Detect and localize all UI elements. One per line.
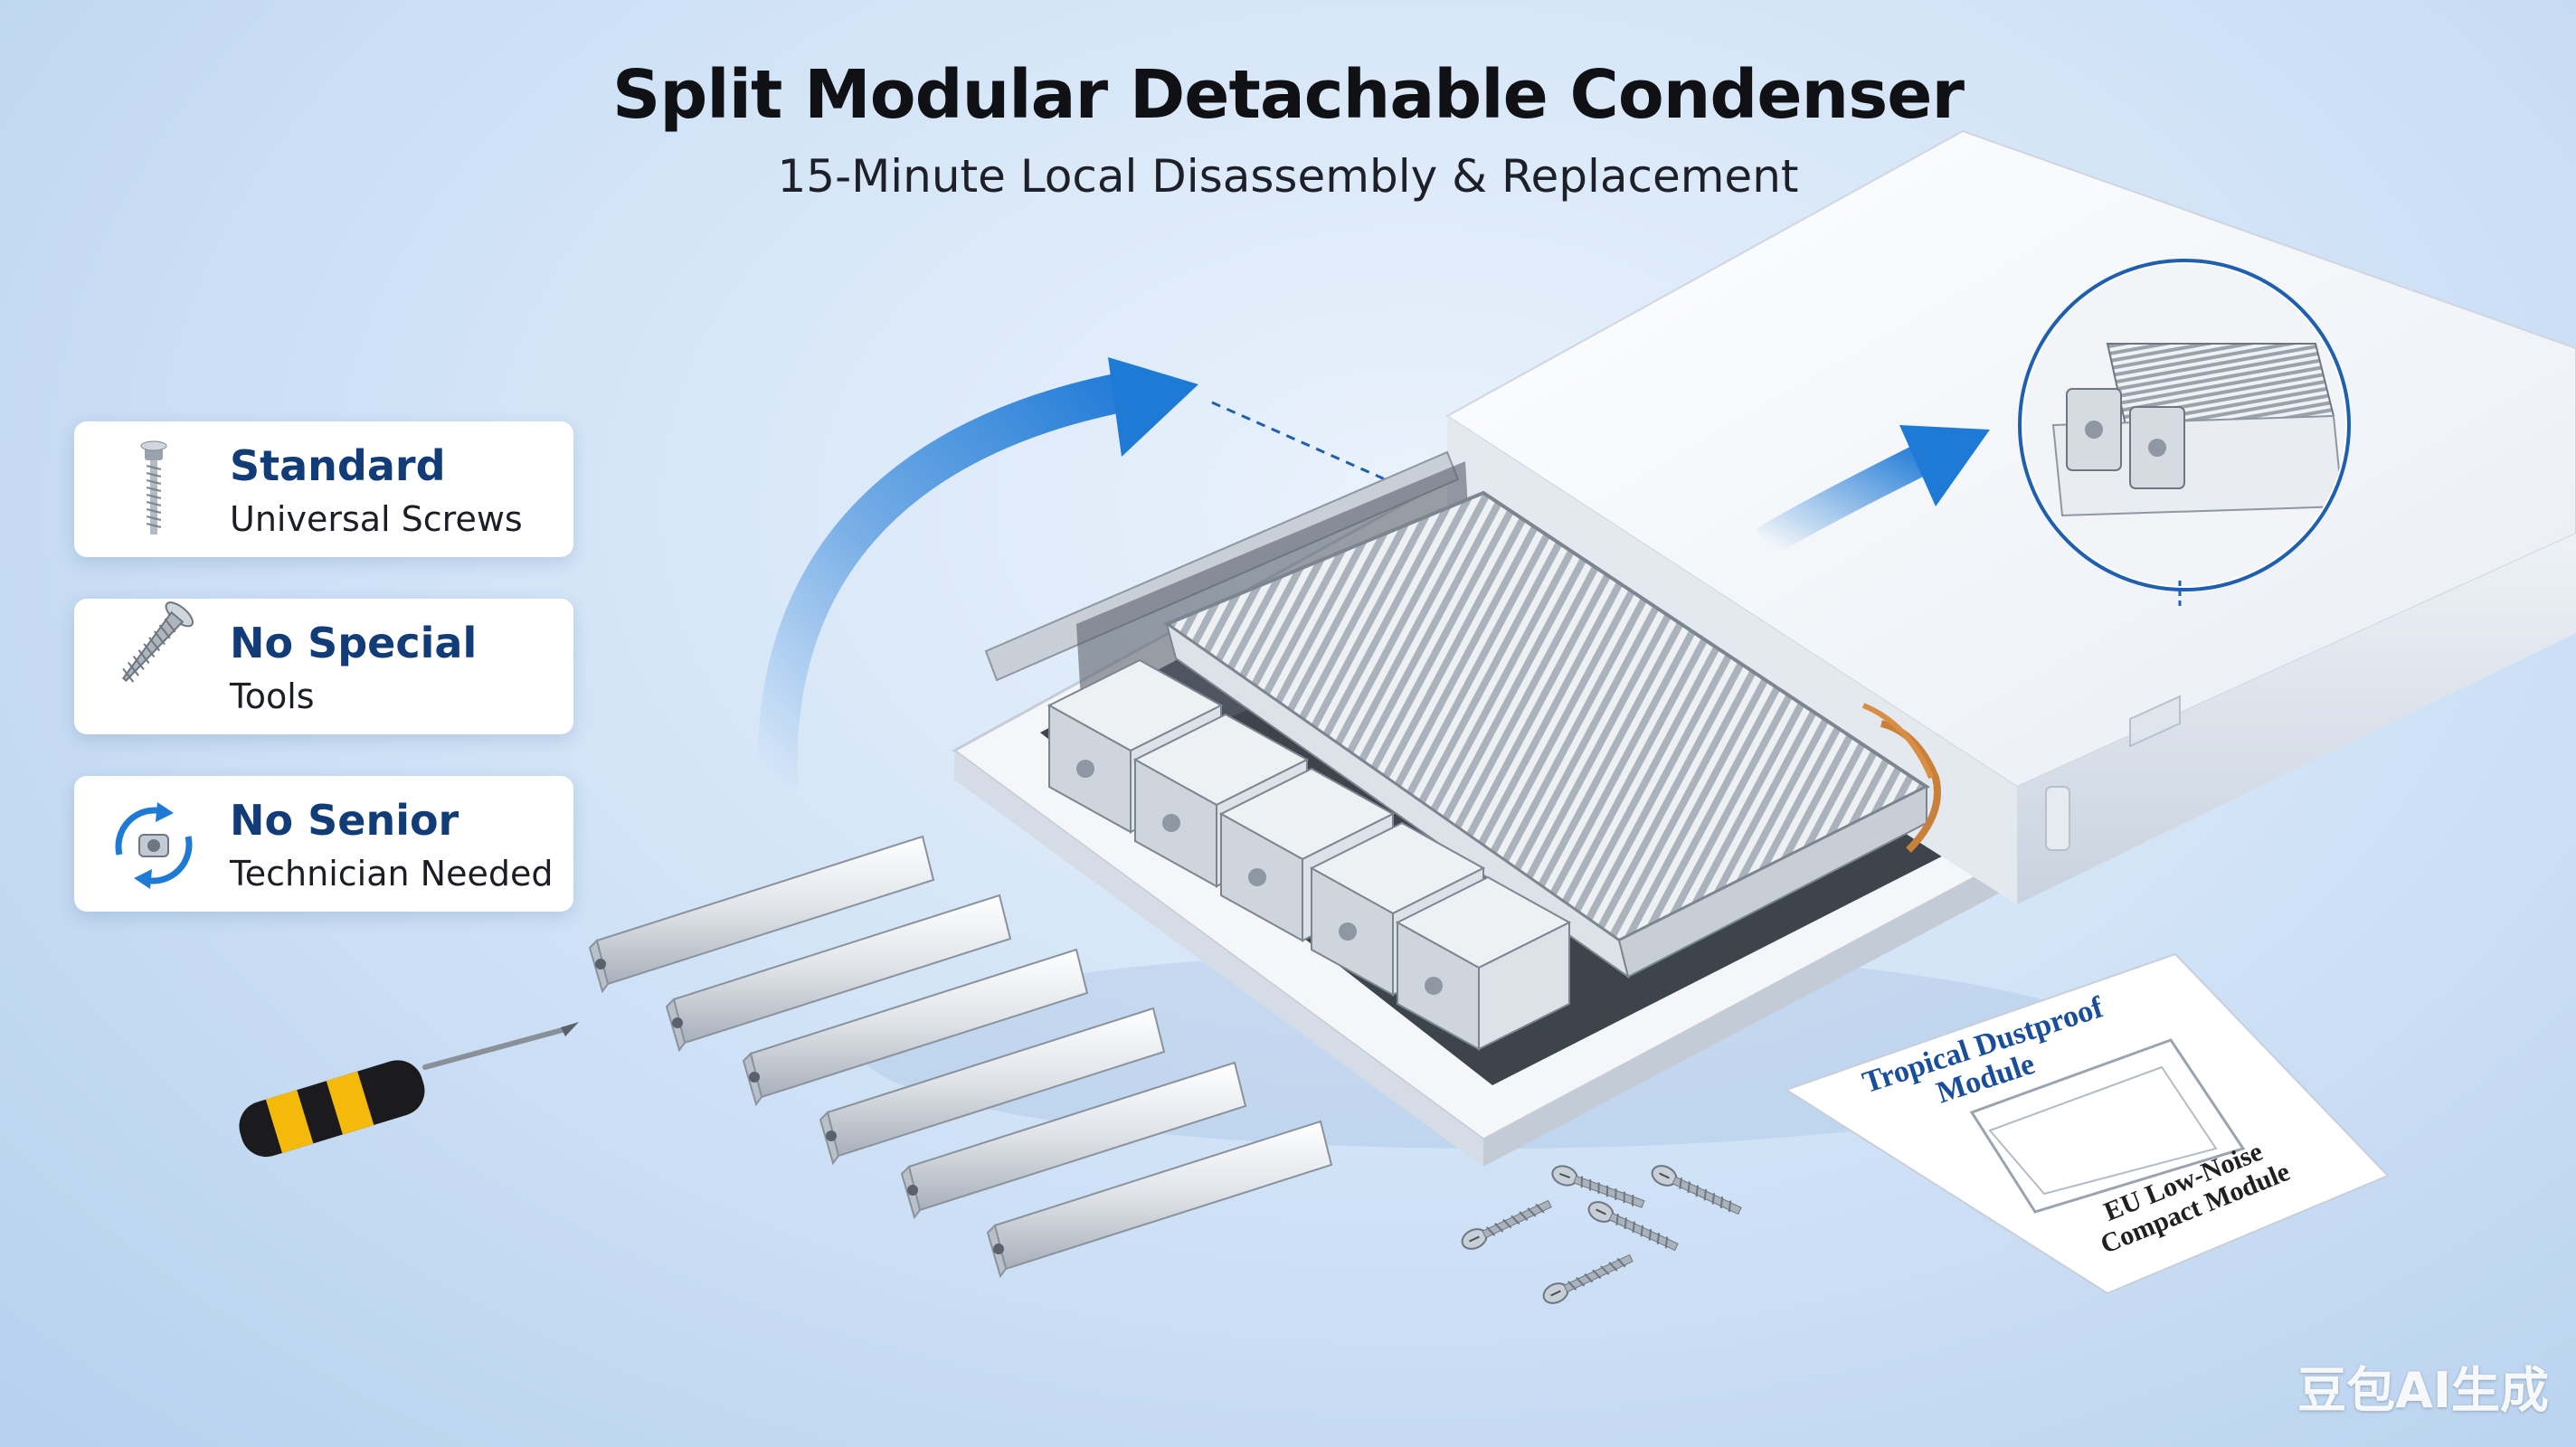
screw-icon — [1542, 1253, 1634, 1304]
module-blocks — [1046, 658, 1572, 1051]
wood-screw-icon — [121, 601, 194, 683]
module-bar — [819, 1007, 1166, 1166]
module-document — [1784, 952, 2390, 1295]
feature-subtitle: Universal Screws — [230, 499, 523, 539]
rotate-fastener-icon — [115, 802, 193, 889]
curved-arrow-icon — [757, 357, 1198, 788]
spare-module-bars — [588, 835, 1333, 1279]
feature-title: No Special — [230, 619, 478, 667]
loose-screws — [1461, 1165, 1742, 1304]
screw-icon — [1587, 1201, 1679, 1252]
housing-latch — [2045, 786, 2070, 851]
feature-title: Standard — [230, 441, 446, 490]
module-bar — [665, 894, 1012, 1053]
module-bar — [900, 1061, 1247, 1220]
feature-card-no-special-tools: No Special Tools — [74, 599, 573, 734]
module-bar — [986, 1120, 1333, 1279]
module-block — [1395, 875, 1572, 1051]
module-bar — [588, 835, 935, 994]
guide-line — [1211, 401, 1416, 495]
feature-subtitle: Tools — [230, 676, 315, 716]
feature-title: No Senior — [230, 796, 459, 845]
screwdriver-icon — [239, 1022, 579, 1158]
screw-icon — [1461, 1199, 1552, 1250]
condenser-coil — [1162, 490, 1941, 979]
detail-inset — [2018, 259, 2351, 608]
watermark: 豆包AI生成 — [2297, 1362, 2549, 1419]
page-title: Split Modular Detachable Condenser — [612, 56, 1965, 134]
module-bar — [742, 948, 1089, 1107]
screw-icon — [1551, 1165, 1645, 1208]
screw-icon — [1651, 1165, 1742, 1215]
universal-screw-icon — [140, 440, 167, 534]
feature-subtitle: Technician Needed — [230, 854, 554, 894]
page-subtitle: 15-Minute Local Disassembly & Replacemen… — [777, 150, 1799, 203]
inset-arrow-icon — [1756, 425, 1990, 557]
